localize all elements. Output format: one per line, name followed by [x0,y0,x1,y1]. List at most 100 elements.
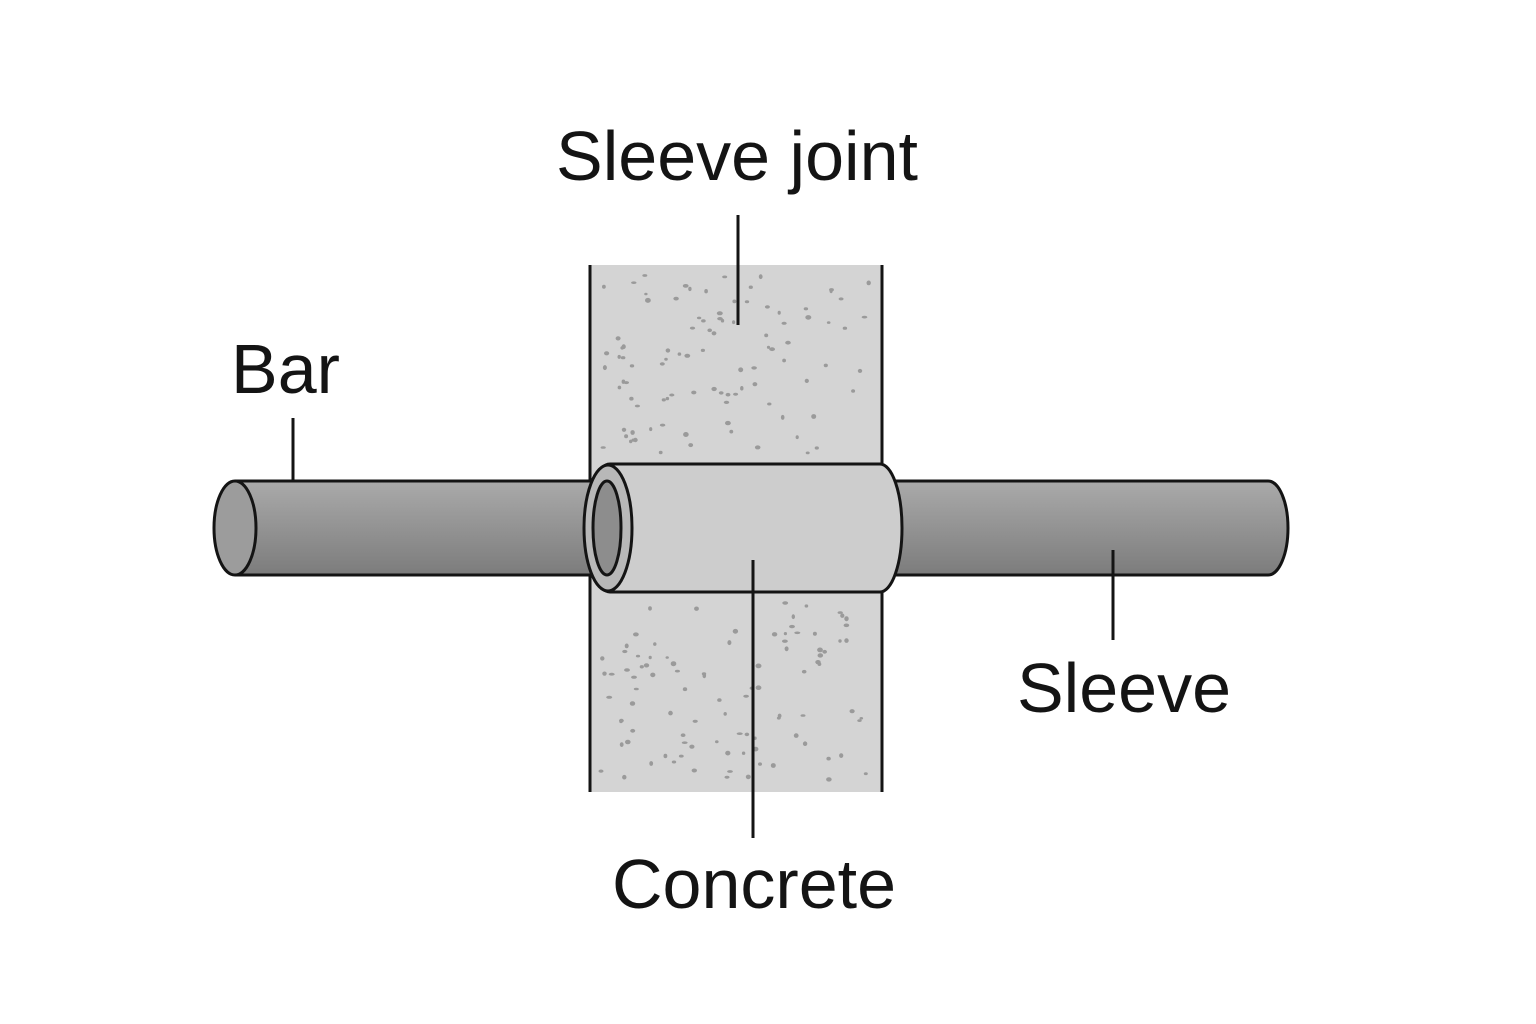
concrete-speckle [630,728,636,733]
sleeve-coupler [582,462,904,594]
concrete-speckle [789,624,795,629]
concrete-speckle [633,632,639,637]
concrete-speckle [608,672,615,676]
concrete-speckle [600,446,606,449]
concrete-speckle [691,390,697,395]
concrete-speckle [802,741,808,746]
concrete-speckle [649,427,653,432]
concrete-speckle [670,661,677,667]
concrete-speckle [842,326,848,330]
concrete-speckle [624,643,629,649]
concrete-speckle [857,368,863,373]
concrete-speckle [817,662,822,666]
concrete-speckle [822,649,827,654]
concrete-speckle [769,347,775,352]
concrete-speckle [812,631,817,636]
concrete-speckle [689,326,696,330]
concrete-speckle [826,321,831,324]
concrete-speckle [784,646,789,652]
concrete-speckle [782,601,789,605]
concrete-speckle [741,751,746,755]
concrete-speckle [701,319,706,323]
concrete-speckle [844,638,849,643]
concrete-speckle [642,274,648,277]
concrete-speckle [837,611,843,614]
concrete-speckle [598,769,604,773]
concrete-speckle [688,443,694,448]
concrete-speckle [683,432,689,437]
concrete-speckle [665,348,671,353]
concrete-speckle [823,363,828,368]
concrete-speckle [620,356,626,360]
concrete-speckle [838,297,844,301]
concrete-speckle [617,385,622,390]
concrete-speckle [668,710,673,716]
concrete-speckle [717,698,722,702]
concrete-speckle [767,402,772,406]
concrete-speckle [770,763,776,768]
concrete-speckle [758,762,762,766]
concrete-speckle [669,393,675,397]
concrete-speckle [718,391,724,395]
concrete-speckle [663,753,668,759]
concrete-speckle [659,423,666,427]
concrete-speckle [619,742,624,747]
concrete-speckle [794,631,801,635]
concrete-speckle [766,345,771,349]
concrete-speckle [624,434,629,439]
concrete-speckle [780,414,785,420]
concrete-speckle [732,299,737,304]
concrete-speckle [755,685,762,690]
concrete-speckle [844,616,849,622]
concrete-speckle [723,712,727,716]
concrete-speckle [602,671,607,676]
right-bar [893,479,1290,577]
concrete-speckle [781,321,787,325]
concrete-speckle [776,716,781,720]
concrete-speckle [643,663,650,668]
concrete-speckle [843,623,850,628]
concrete-speckle [677,352,682,356]
concrete-speckle [861,315,868,319]
concrete-speckle [814,446,819,450]
concrete-speckle [619,720,623,724]
concrete-speckle [732,628,739,634]
concrete-speckle [793,733,799,738]
concrete-speckle [803,307,809,311]
concrete-speckle [653,642,657,646]
concrete-speckle [863,772,868,776]
concrete-speckle [732,320,736,325]
concrete-speckle [629,364,635,368]
concrete-speckle [633,437,638,443]
concrete-speckle [723,400,730,404]
concrete-speckle [758,274,763,280]
concrete-speckle [615,336,621,341]
concrete-speckle [617,354,621,359]
concrete-speckle [694,606,699,611]
left-bar [212,479,610,577]
concrete-speckle [631,281,637,285]
concrete-speckle [782,358,786,363]
concrete-speckle [602,365,607,371]
concrete-speckle [689,744,695,749]
concrete-speckle [791,614,795,620]
concrete-speckle [751,366,757,370]
concrete-speckle [717,317,723,321]
concrete-speckle [764,333,769,338]
concrete-speckle [811,414,817,419]
concrete-speckle [738,367,744,373]
concrete-speckle [634,404,641,408]
concrete-speckle [688,286,692,292]
concrete-speckle [804,604,809,608]
concrete-speckle [840,613,845,618]
concrete-speckle [696,316,702,320]
concrete-speckle [782,639,788,643]
concrete-speckle [620,346,624,350]
left-bar-end-cap [212,479,258,577]
concrete-speckle [678,754,684,758]
left-bar-body [235,481,610,575]
concrete-speckle [805,315,812,320]
concrete-speckle [711,331,717,336]
concrete-speckle [800,714,806,717]
